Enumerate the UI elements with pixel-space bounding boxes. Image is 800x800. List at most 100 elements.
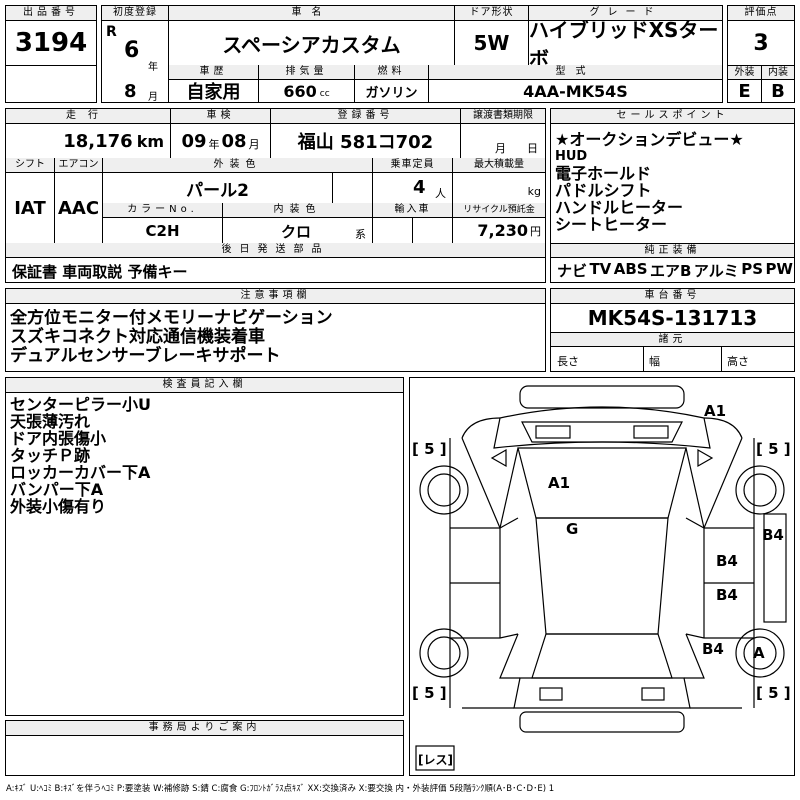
chassis-label: 車台番号: [551, 289, 794, 304]
equip-item: TV: [589, 260, 612, 278]
notes-list: 全方位モニター付メモリーナビゲーション スズキコネクト対応通信機装着車 デュアル…: [10, 309, 333, 366]
ac-label: エアコン: [54, 158, 102, 173]
score: 3: [753, 30, 769, 56]
legend: A:ｷｽﾞ U:ﾍｺﾐ B:ｷｽﾞを伴うﾍｺﾐ P:要塗装 W:補修跡 S:錆 …: [6, 784, 555, 794]
model-code: 4AA-MK54S: [428, 80, 722, 102]
color-label: 外装色: [102, 158, 372, 173]
mark-b4-door2: B4: [716, 586, 738, 604]
inspector-line: ドア内張傷小: [10, 429, 107, 448]
score-box: 評価点 3 外装 内装 E B: [727, 5, 795, 103]
equip-label: 純正装備: [551, 243, 794, 258]
equip-item: エアB: [650, 262, 692, 280]
mark-b4-door1: B4: [716, 552, 738, 570]
equip-list: ナビ TV ABS エアB アルミ PS PW: [557, 260, 793, 281]
disp-label: 排気量: [258, 65, 354, 80]
era: R: [106, 24, 117, 40]
tire-front-right: [ 5 ]: [756, 440, 791, 458]
inspector-line: バンパー下A: [10, 480, 104, 499]
intcolor-label: 内装色: [222, 203, 372, 218]
exterior-color: パール2: [102, 173, 332, 203]
history: 自家用: [168, 80, 258, 102]
parts: 保証書 車両取説 予備キー: [12, 263, 188, 281]
car-diagram-svg: A1 A1 G B4 B4 B4 B4 A [ 5 ] [ 5 ] [ 5 ] …: [412, 385, 791, 771]
km-label: 走行: [6, 109, 170, 124]
month-unit: 月: [148, 92, 158, 103]
chassis-number: MK54S-131713: [587, 306, 758, 330]
ext-label: 外装: [728, 65, 761, 80]
insp-label: 車検: [170, 109, 270, 124]
fuel-label: 燃料: [354, 65, 428, 80]
sales-item: パドルシフト: [555, 181, 652, 200]
mark-b4-side: B4: [762, 526, 784, 544]
inspector-line: 外装小傷有り: [10, 497, 107, 515]
shift-label: シフト: [6, 158, 54, 173]
equip-item: アルミ: [693, 262, 739, 280]
height-label: 高さ: [727, 355, 749, 368]
name-label: 車名: [168, 6, 454, 21]
notes-label: 注意事項欄: [6, 289, 545, 304]
shift: IAT: [14, 197, 46, 219]
mileage: 18,176 km: [63, 130, 164, 152]
sales-list: ★オークションデビュー★ HUD 電子ホールド パドルシフト ハンドルヒーター …: [555, 131, 793, 233]
colorno-label: カラーNo.: [102, 203, 222, 218]
equip-item: ABS: [613, 260, 648, 278]
recycle-label: リサイクル預託金: [452, 203, 545, 218]
inspector-box: 検査員記入欄 センターピラー小U 天張薄汚れ ドア内張傷小 タッチＰ跡 ロッカー…: [5, 377, 404, 716]
notes-box: 注意事項欄 全方位モニター付メモリーナビゲーション スズキコネクト対応通信機装着…: [5, 288, 546, 372]
plate-number: 福山 581コ702: [270, 124, 460, 158]
color-number: C2H: [102, 218, 222, 243]
info-box: 初度登録 車名 ドア形状 グレード R 6 年 スペーシアカスタム 5W ハイブ…: [101, 5, 723, 103]
inspector-notes: センターピラー小U 天張薄汚れ ドア内張傷小 タッチＰ跡 ロッカーカバー下A バ…: [10, 396, 151, 515]
interior-color: クロ 系: [222, 218, 372, 243]
door-label: ドア形状: [454, 6, 528, 21]
mark-a1-front: A1: [704, 402, 726, 420]
recycle-fee: 7,230 円: [452, 218, 545, 243]
int-grade: B: [761, 80, 794, 102]
note-line: 全方位モニター付メモリーナビゲーション: [10, 309, 333, 328]
equip-item: PW: [765, 260, 793, 278]
tire-rear-left: [ 5 ]: [412, 684, 447, 702]
capacity: 4 人: [372, 173, 452, 203]
max-load: kg: [452, 173, 545, 203]
sales-item: ★オークションデビュー★: [555, 131, 744, 149]
mark-a-wheel: A: [753, 644, 765, 662]
year-unit: 年: [148, 62, 158, 73]
ext-grade: E: [738, 80, 751, 102]
chassis-box: 車台番号 MK54S-131713 諸元 長さ 幅 高さ: [550, 288, 795, 372]
inspector-line: センターピラー小U: [10, 396, 151, 414]
note-line: スズキコネクト対応通信機装着車: [10, 327, 265, 347]
air-conditioner: AAC: [54, 173, 102, 243]
length-label: 長さ: [557, 355, 579, 368]
tire-front-left: [ 5 ]: [412, 440, 447, 458]
cap-label: 乗車定員: [372, 158, 452, 173]
damage-diagram: A1 A1 G B4 B4 B4 B4 A [ 5 ] [ 5 ] [ 5 ] …: [409, 377, 795, 776]
transfer-label: 譲渡書類期限: [460, 109, 545, 124]
mark-b4-rear: B4: [702, 640, 724, 658]
note-line: デュアルセンサーブレーキサポート: [10, 346, 281, 366]
equip-item: PS: [741, 260, 763, 278]
sales-item: HUD: [555, 149, 588, 164]
sales-label: セールスポイント: [551, 109, 794, 124]
import-value: [372, 218, 412, 243]
grade: ハイブリッドXSターボ: [528, 21, 722, 65]
width-label: 幅: [649, 355, 660, 368]
dims-label: 諸元: [551, 332, 794, 347]
score-label: 評価点: [728, 6, 794, 21]
reg-year: 6: [124, 38, 140, 63]
lot-label: 出品番号: [6, 6, 96, 21]
hist-label: 車歴: [168, 65, 258, 80]
transfer-date: 月 日: [460, 124, 545, 158]
import-label: 輸入車: [372, 203, 452, 218]
mark-a1-roof: A1: [548, 474, 570, 492]
spare-tire: [レス]: [418, 753, 453, 767]
detail-box: 走行 車検 登録番号 譲渡書類期限 18,176 km 09 年 08 月 福山…: [5, 108, 546, 283]
sales-item: ハンドルヒーター: [555, 198, 684, 217]
sales-item: 電子ホールド: [555, 164, 652, 183]
load-label: 最大積載量: [452, 158, 545, 173]
office-box: 事務局よりご案内: [5, 720, 404, 776]
mark-g-glass: G: [566, 520, 578, 538]
fuel: ガソリン: [354, 80, 428, 102]
inspector-line: ロッカーカバー下A: [10, 463, 151, 482]
model-label: 型式: [428, 65, 722, 80]
inspector-line: 天張薄汚れ: [10, 412, 91, 431]
